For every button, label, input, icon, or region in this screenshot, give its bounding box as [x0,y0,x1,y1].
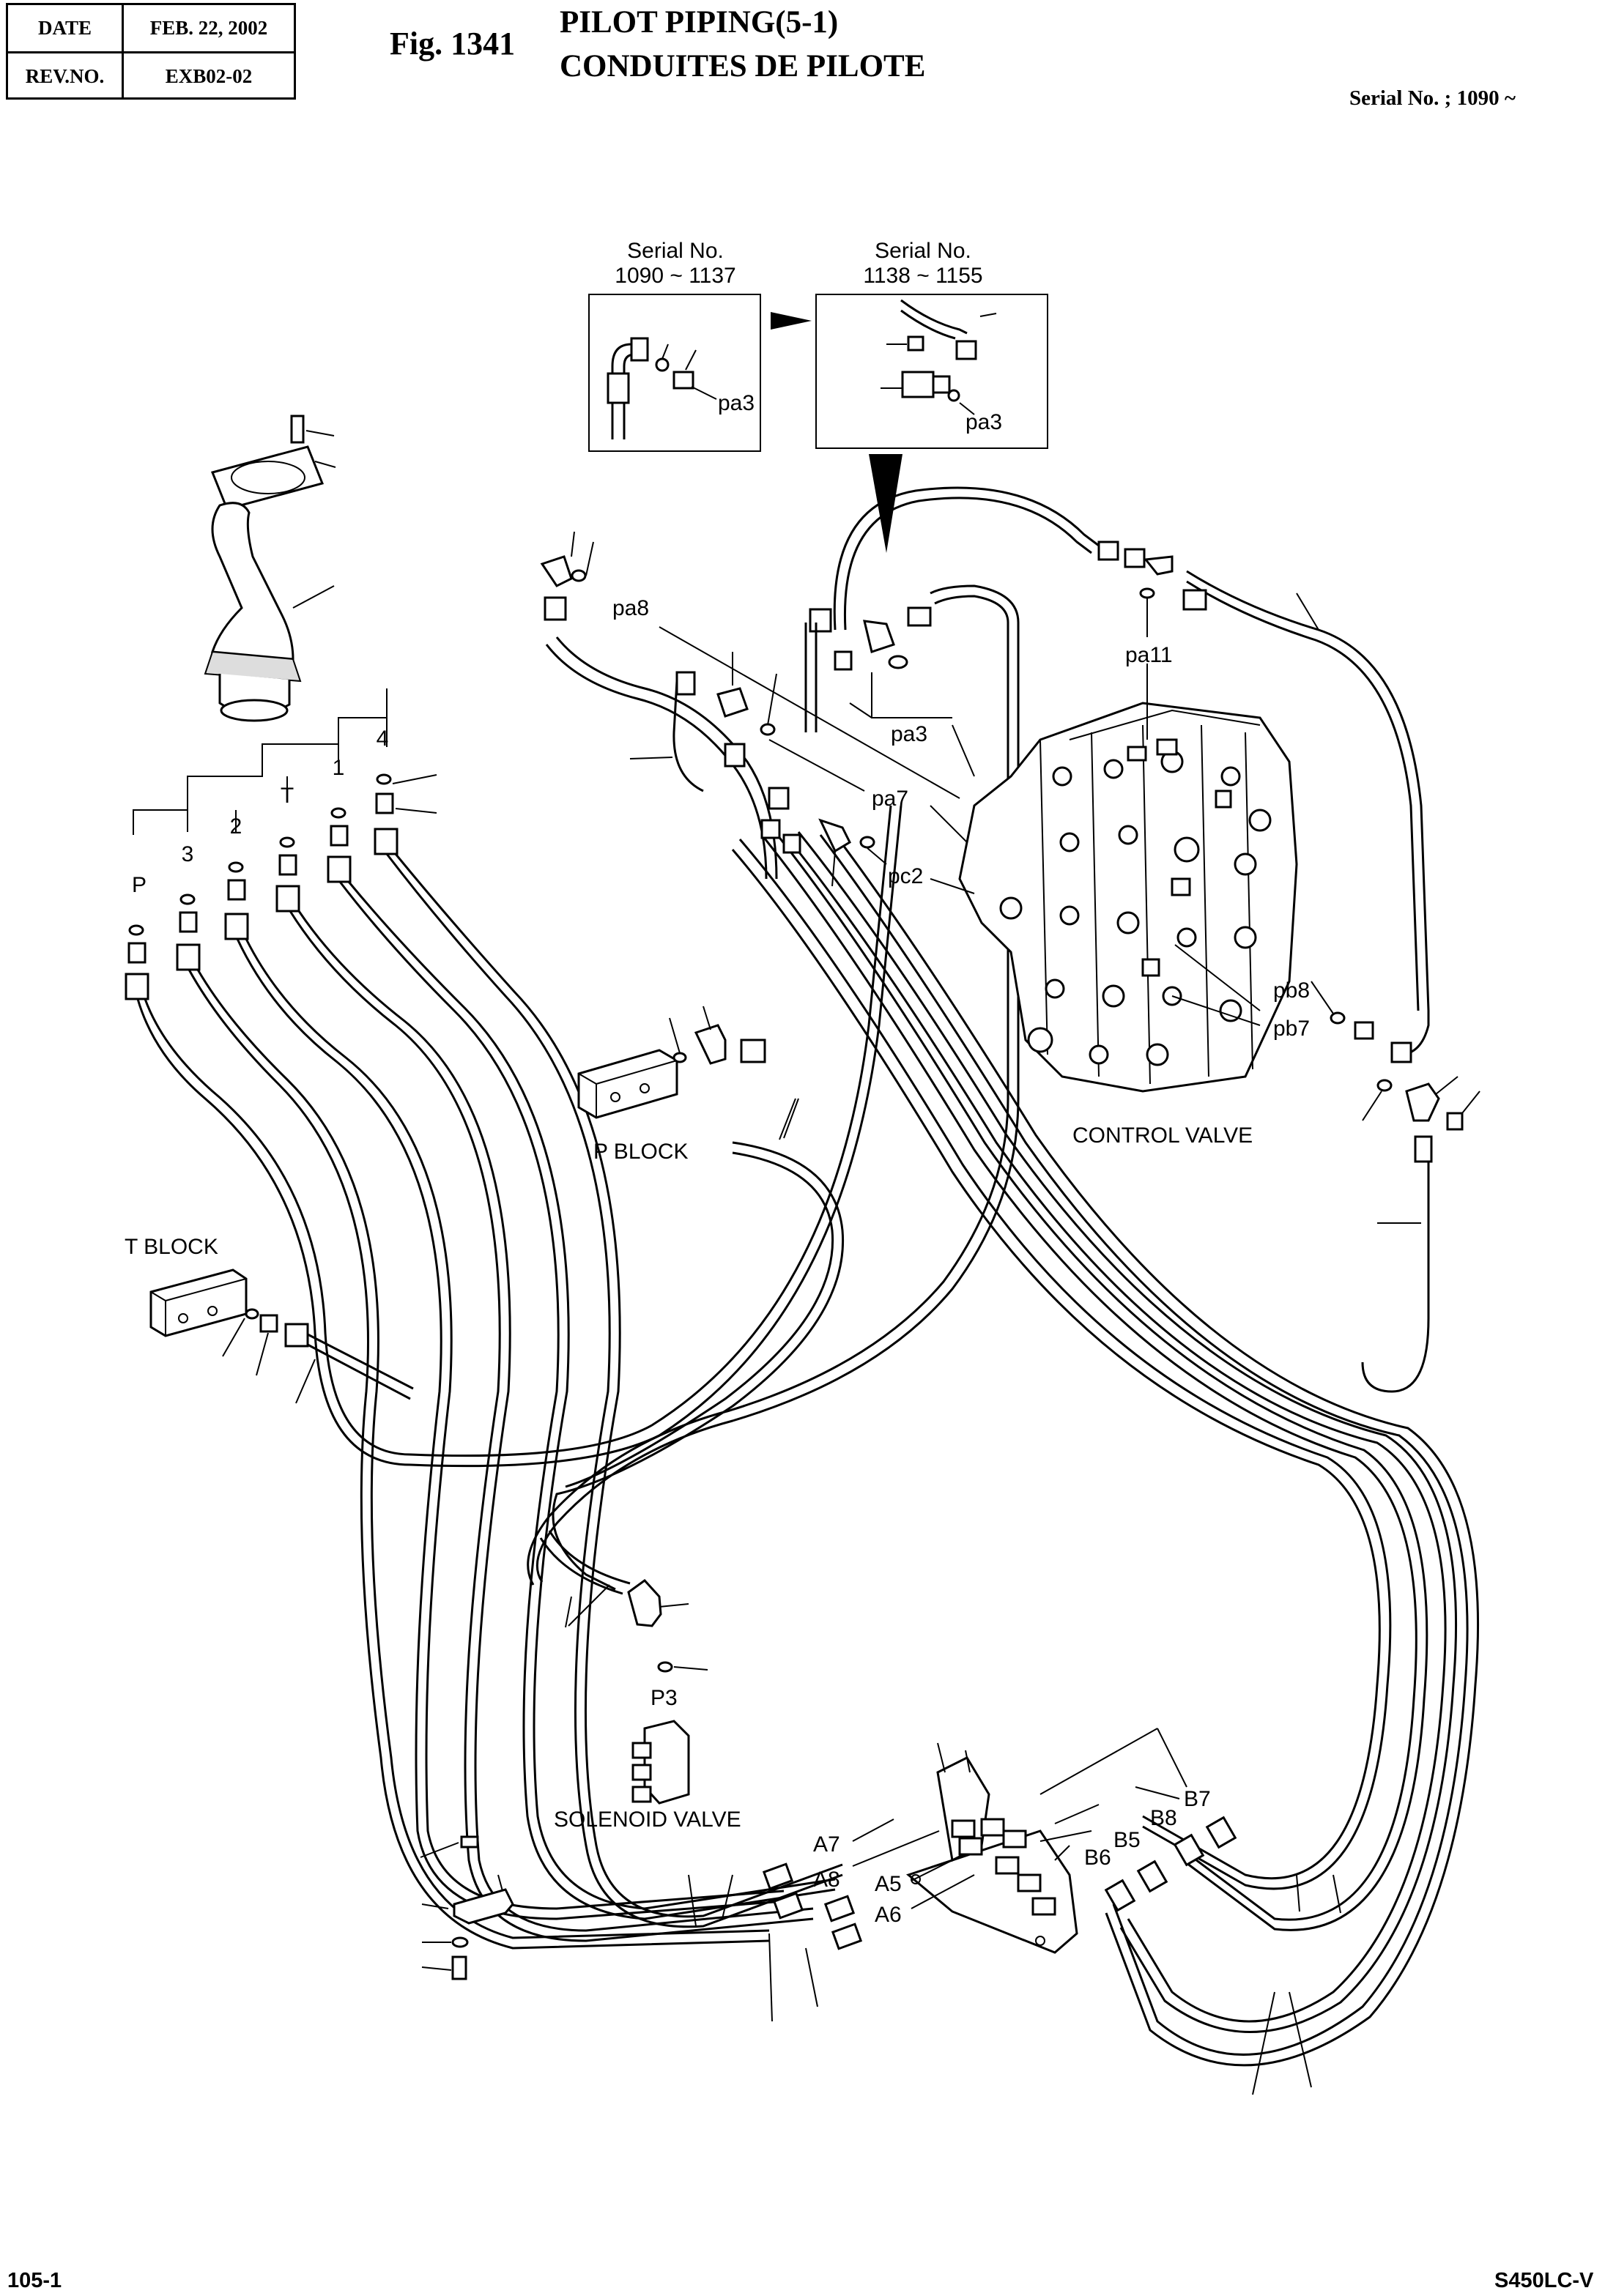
valve-upper-fittings: pa11 [1097,540,1319,740]
hose-pa8 [545,636,778,880]
p-block-label: P BLOCK [593,1140,689,1164]
port-2: 2 [230,814,242,839]
port-3: 3 [182,842,194,866]
inset-2: Serial No. 1138 ~ 1155 pa3 [815,239,1048,449]
t-block: T BLOCK [125,1235,414,1404]
port-pa3: pa3 [891,722,927,746]
gasket-plate [210,445,325,510]
inset-2-frame [815,294,1048,449]
bolt-icon [290,415,305,444]
page-number: 105-1 [7,2269,62,2292]
figure-number: Fig. 1341 [390,26,516,62]
o-ring-icon [655,357,670,372]
port-bracket [905,1728,1187,1954]
port-A5: A5 [875,1872,902,1896]
port-A8: A8 [813,1868,840,1892]
port-P: P [132,873,147,897]
hose-bundle-joystick [136,805,902,1950]
valve-left-fittings: pa8 pa3 pa7 pc2 [540,531,975,894]
port-B6: B6 [1084,1846,1111,1870]
valve-right-fittings: pb8 pb7 [1171,944,1480,1224]
control-valve: CONTROL VALVE [958,702,1298,1148]
b-ports: B7 B8 B5 B6 [1084,1786,1237,1912]
arrow-down-icon [869,454,902,553]
a-ports: A7 A8 A5 A6 [762,1818,975,1950]
inset-2-label: Serial No. [875,239,971,263]
port-1: 1 [333,756,345,780]
control-valve-label: CONTROL VALVE [1072,1123,1253,1148]
date-value: FEB. 22, 2002 [149,17,268,39]
rev-label: REV.NO. [8,53,124,100]
rev-value: EXB02-02 [165,65,253,87]
figure-title-fr: CONDUITES DE PILOTE [560,49,926,83]
inset-2-port: pa3 [965,410,1002,434]
valve-bosses [999,738,1272,1066]
joystick-assembly: P 3 2 T 1 4 [132,415,389,897]
port-pa11: pa11 [1125,643,1173,667]
inset-1-port: pa3 [718,391,755,415]
revision-header: DATE FEB. 22, 2002 REV.NO. EXB02-02 [6,3,296,100]
inset-1-label: Serial No. [627,239,724,263]
port-pb8: pb8 [1273,978,1310,1003]
clamp-hardware [420,1835,514,1980]
p-block: P BLOCK [577,1006,796,1164]
hose-bundle-B [731,824,1480,2067]
inset-1-range: 1090 ~ 1137 [615,264,735,288]
date-label: DATE [8,5,124,51]
port-B8: B8 [1150,1806,1177,1830]
port-pb7: pb7 [1273,1017,1310,1041]
joystick-fittings [125,773,437,1000]
joystick-boot [204,650,302,683]
t-block-label: T BLOCK [125,1235,218,1259]
figure-title-en: PILOT PIPING(5-1) [560,5,839,40]
port-B5: B5 [1113,1828,1141,1852]
inset-1-frame [588,294,761,452]
port-A7: A7 [813,1832,840,1857]
inset-1: Serial No. 1090 ~ 1137 pa3 [588,239,761,452]
port-T: T [281,784,294,808]
port-4: 4 [377,727,389,751]
port-pa8: pa8 [612,596,649,620]
model-number: S450LC-V [1494,2269,1594,2292]
port-A6: A6 [875,1903,902,1927]
port-pc2: pc2 [888,864,923,888]
port-P3: P3 [651,1686,678,1710]
arrow-right-icon [771,312,812,330]
port-pa7: pa7 [872,787,908,811]
port-B7: B7 [1184,1787,1211,1811]
serial-range: Serial No. ; 1090 ~ [1349,86,1516,110]
inset-2-range: 1138 ~ 1155 [863,264,982,288]
solenoid-valve: P3 SOLENOID VALVE [554,1578,741,1832]
solenoid-valve-label: SOLENOID VALVE [554,1808,741,1832]
elbow-icon [630,337,649,362]
hose-solenoid [539,1141,845,1595]
hose-pa11-loop [527,486,1430,1586]
joystick-lever [210,502,294,661]
leader-lines [565,1098,1341,2095]
